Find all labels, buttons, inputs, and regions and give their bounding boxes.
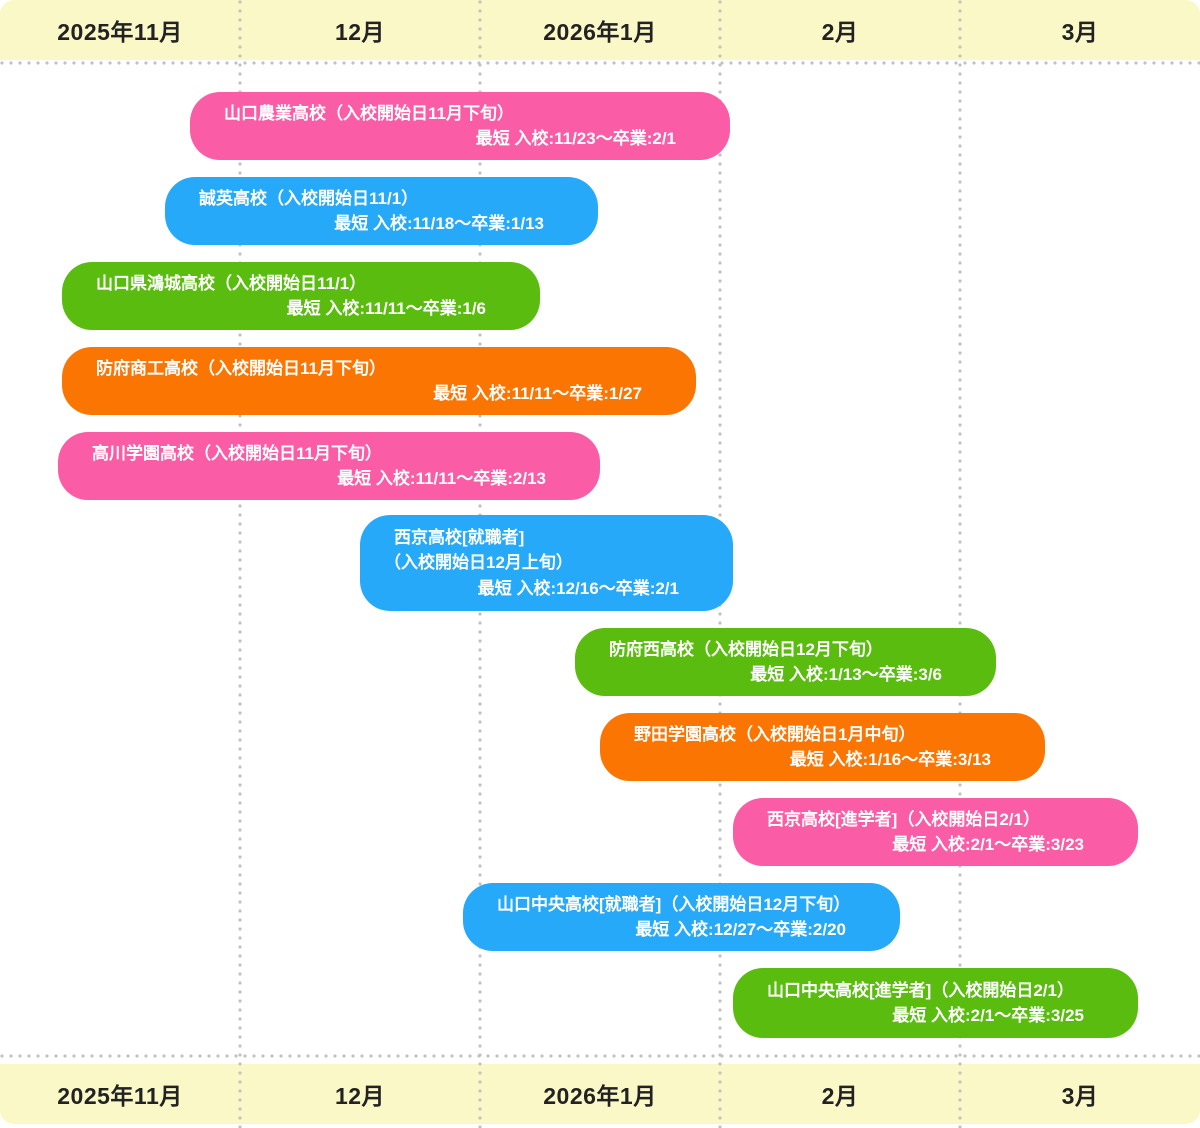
bar-school-label: 西京高校[就職者] [394,527,525,547]
timeline-bar-noda-gakuen: 野田学園高校（入校開始日1月中旬） 最短 入校:1/16〜卒業:3/13 [600,713,1045,781]
timeline-bar-yamaguchiken-kojo: 山口県鴻城高校（入校開始日11/1） 最短 入校:11/11〜卒業:1/6 [62,262,540,330]
month-label: 2026年1月 [543,19,657,45]
month-gridline [238,0,242,1128]
header-divider-line [0,61,1200,65]
bar-school-label: 山口農業高校（入校開始日11月下旬） [224,103,514,123]
bar-period-label: 最短 入校:2/1〜卒業:3/23 [892,835,1084,854]
bar-school-label: 西京高校[進学者]（入校開始日2/1） [767,809,1040,829]
timeline-bar-takagawa-gakuen: 高川学園高校（入校開始日11月下旬） 最短 入校:11/11〜卒業:2/13 [58,432,600,500]
month-footer-row: 2025年11月 12月 2026年1月 2月 3月 [0,1064,1200,1124]
bar-period-label: 最短 入校:1/13〜卒業:3/6 [750,665,942,684]
month-gridline [958,0,962,1128]
bar-period-label: 最短 入校:1/16〜卒業:3/13 [789,750,991,769]
month-label: 2月 [821,19,859,45]
footer-divider-line [0,1054,1200,1058]
bar-school-label-line2: （入校開始日12月上旬） [384,553,573,573]
bar-period-label: 最短 入校:11/18〜卒業:1/13 [334,214,544,233]
month-label: 3月 [1061,1083,1099,1109]
timeline-bar-saikyo-shingakusha: 西京高校[進学者]（入校開始日2/1） 最短 入校:2/1〜卒業:3/23 [733,798,1138,866]
month-label: 12月 [334,1083,386,1109]
bar-school-label: 野田学園高校（入校開始日1月中旬） [634,724,916,744]
bar-school-label: 山口県鴻城高校（入校開始日11/1） [96,273,367,293]
month-label: 3月 [1061,19,1099,45]
timeline-bar-hofu-shoko: 防府商工高校（入校開始日11月下旬） 最短 入校:11/11〜卒業:1/27 [62,347,696,415]
month-label: 2月 [821,1083,859,1109]
bar-school-label: 山口中央高校[進学者]（入校開始日2/1） [767,980,1074,1000]
timeline-bar-saikyo-shushokusha: 西京高校[就職者] （入校開始日12月上旬） 最短 入校:12/16〜卒業:2/… [360,515,733,611]
month-label: 2025年11月 [57,19,183,45]
month-footer-band [0,1064,1200,1124]
bar-period-label: 最短 入校:11/11〜卒業:1/6 [286,299,486,318]
bar-period-label: 最短 入校:11/11〜卒業:1/27 [433,384,642,403]
timeline-bar-seiei: 誠英高校（入校開始日11/1） 最短 入校:11/18〜卒業:1/13 [165,177,598,245]
bar-period-label: 最短 入校:11/23〜卒業:2/1 [475,129,676,148]
bar-period-label: 最短 入校:12/27〜卒業:2/20 [635,920,846,939]
bar-school-label: 高川学園高校（入校開始日11月下旬） [92,443,382,463]
bar-period-label: 最短 入校:11/11〜卒業:2/13 [337,469,546,488]
bar-school-label: 防府西高校（入校開始日12月下旬） [609,639,883,659]
month-header-row: 2025年11月 12月 2026年1月 2月 3月 [0,0,1200,60]
month-label: 12月 [334,19,386,45]
month-label: 2026年1月 [543,1083,657,1109]
month-label: 2025年11月 [57,1083,183,1109]
bar-period-label: 最短 入校:12/16〜卒業:2/1 [477,578,679,598]
bar-school-label: 誠英高校（入校開始日11/1） [199,188,419,208]
timeline-bar-yamaguchi-nogyo: 山口農業高校（入校開始日11月下旬） 最短 入校:11/23〜卒業:2/1 [190,92,730,160]
timeline-bar-yamaguchi-chuo-shingakusha: 山口中央高校[進学者]（入校開始日2/1） 最短 入校:2/1〜卒業:3/25 [733,968,1138,1038]
month-header-band [0,0,1200,60]
timeline-bar-yamaguchi-chuo-shushokusha: 山口中央高校[就職者]（入校開始日12月下旬） 最短 入校:12/27〜卒業:2… [463,883,900,951]
bar-period-label: 最短 入校:2/1〜卒業:3/25 [892,1006,1084,1025]
bar-school-label: 山口中央高校[就職者]（入校開始日12月下旬） [497,894,851,914]
timeline-bar-hofu-nishi: 防府西高校（入校開始日12月下旬） 最短 入校:1/13〜卒業:3/6 [575,628,996,696]
bar-school-label: 防府商工高校（入校開始日11月下旬） [96,358,386,378]
